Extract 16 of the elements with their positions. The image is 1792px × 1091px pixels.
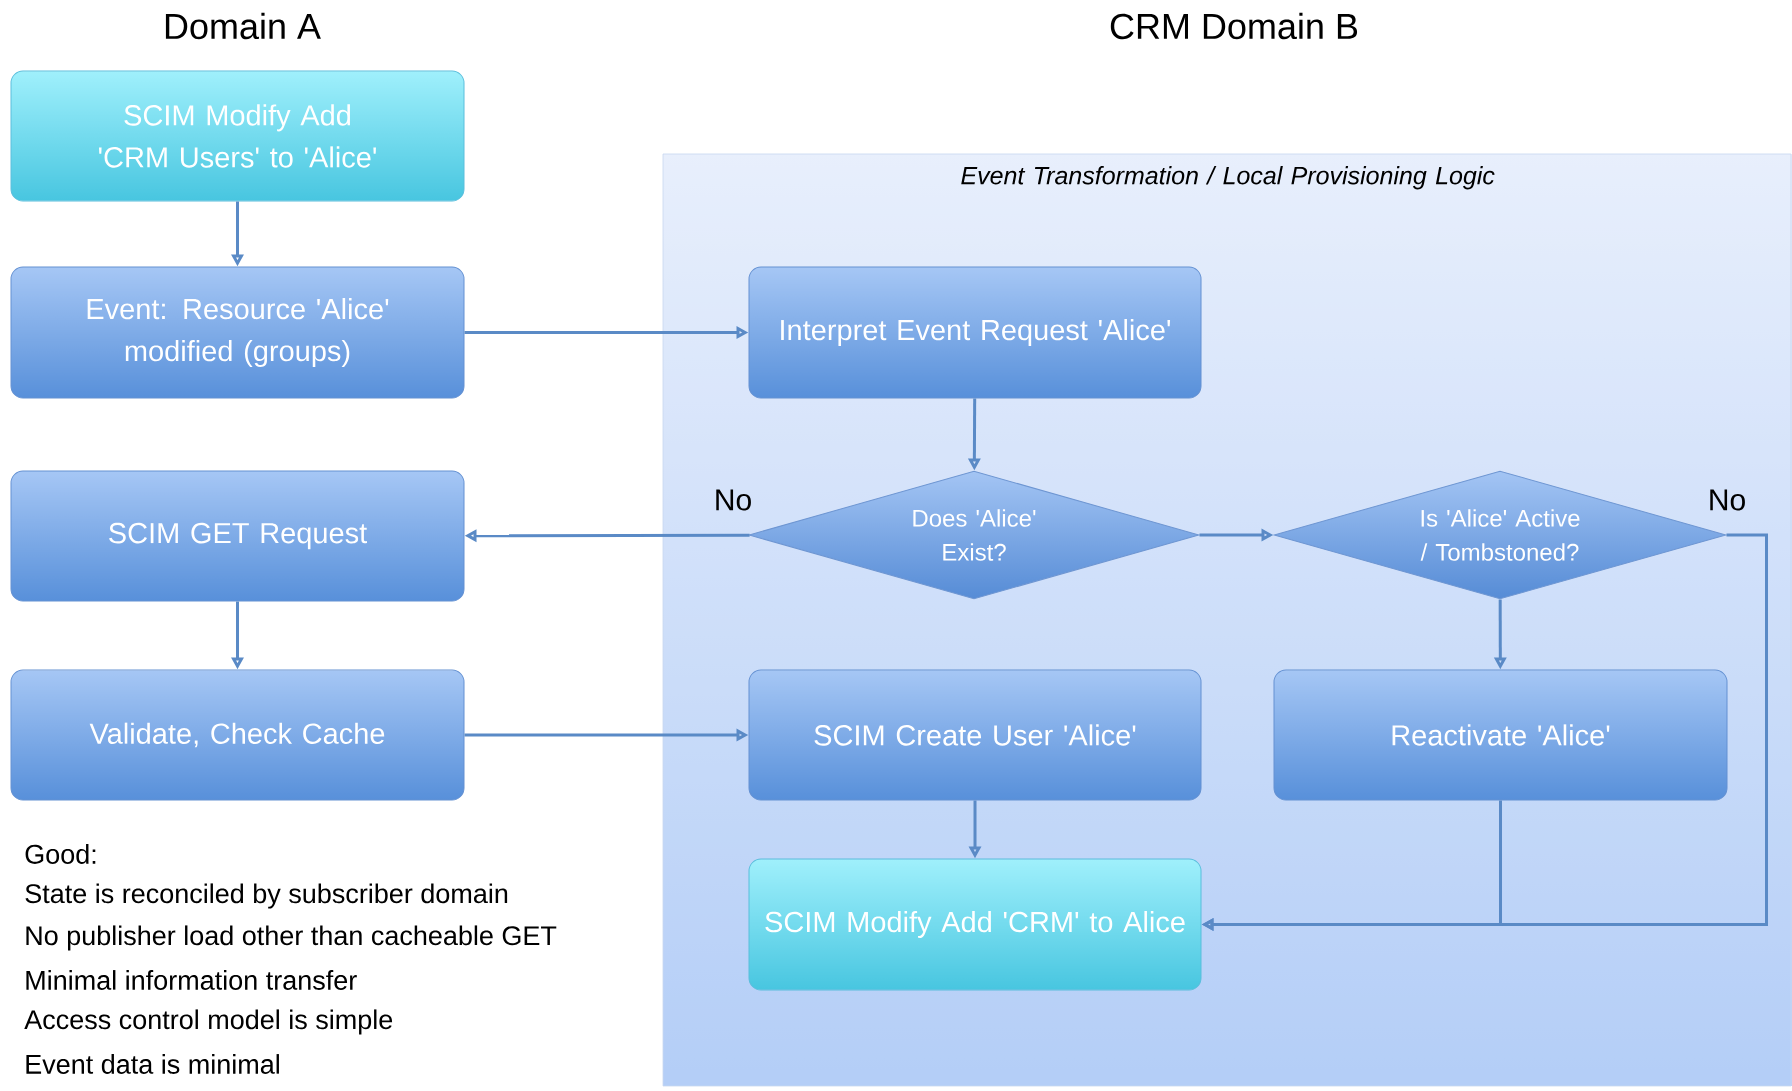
process-box: SCIM GET Request <box>10 470 465 602</box>
edge-label: No <box>716 489 751 511</box>
process-box: Event: Resource 'Alice' modified (groups) <box>10 266 465 399</box>
heading: CRM Domain B <box>1110 12 1358 40</box>
process-box: SCIM Modify Add 'CRM' to Alice <box>748 858 1202 991</box>
process-box: SCIM Modify Add 'CRM Users' to 'Alice' <box>10 70 465 202</box>
note-text: No publisher load other than cacheable GET <box>26 925 557 951</box>
process-box: SCIM Create User 'Alice' <box>748 669 1202 801</box>
note-text: Access control model is simple <box>24 1009 393 1035</box>
note-text: State is reconciled by subscriber domain <box>25 883 508 909</box>
note-text: Good: <box>25 844 96 864</box>
process-box: Reactivate 'Alice' <box>1273 669 1728 801</box>
process-box: Interpret Event Request 'Alice' <box>748 266 1202 399</box>
note-text: Minimal information transfer <box>26 970 357 990</box>
note-text: Event data is minimal <box>26 1054 279 1074</box>
process-box: Validate, Check Cache <box>10 669 465 801</box>
